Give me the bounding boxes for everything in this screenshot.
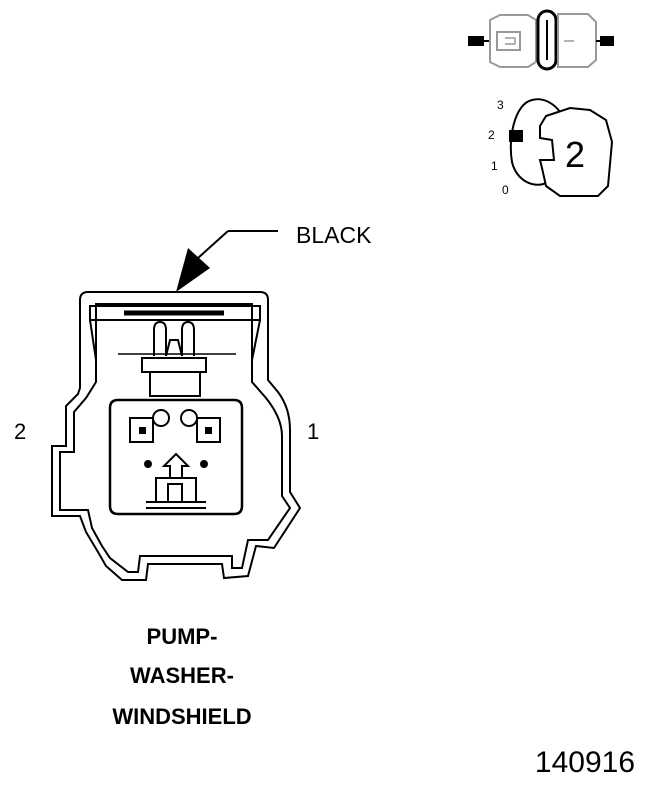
figure-id: 140916 [534,746,635,779]
callout-arrow-icon [176,230,278,292]
lock-tab [141,320,207,397]
connector-name-line-1: PUMP- [146,624,218,649]
wire-color-label: BLACK [296,222,372,248]
latch-rail [89,305,261,321]
connector-name-line-2: WASHER- [130,663,234,688]
connector-face [51,291,302,581]
key-position-number: 2 [565,134,586,175]
pin-label-1: 1 [307,419,320,444]
connector-name-line-3: WINDSHIELD [112,704,252,729]
terminal-pin-2 [129,409,170,443]
pin-label-2: 2 [14,419,27,444]
connector-side-view-icon [468,9,614,71]
dial-position-3: 3 [497,98,504,112]
dial-position-1: 1 [491,159,498,173]
dial-position-2: 2 [488,128,495,142]
polarization-key [161,452,191,479]
terminal-pin-1 [180,409,221,443]
connector-housing-inner [59,303,292,573]
connector-housing-outer [51,291,302,581]
dial-position-0: 0 [502,183,509,197]
key-position-dial-icon [509,98,614,197]
terminal-cavity [108,398,244,516]
